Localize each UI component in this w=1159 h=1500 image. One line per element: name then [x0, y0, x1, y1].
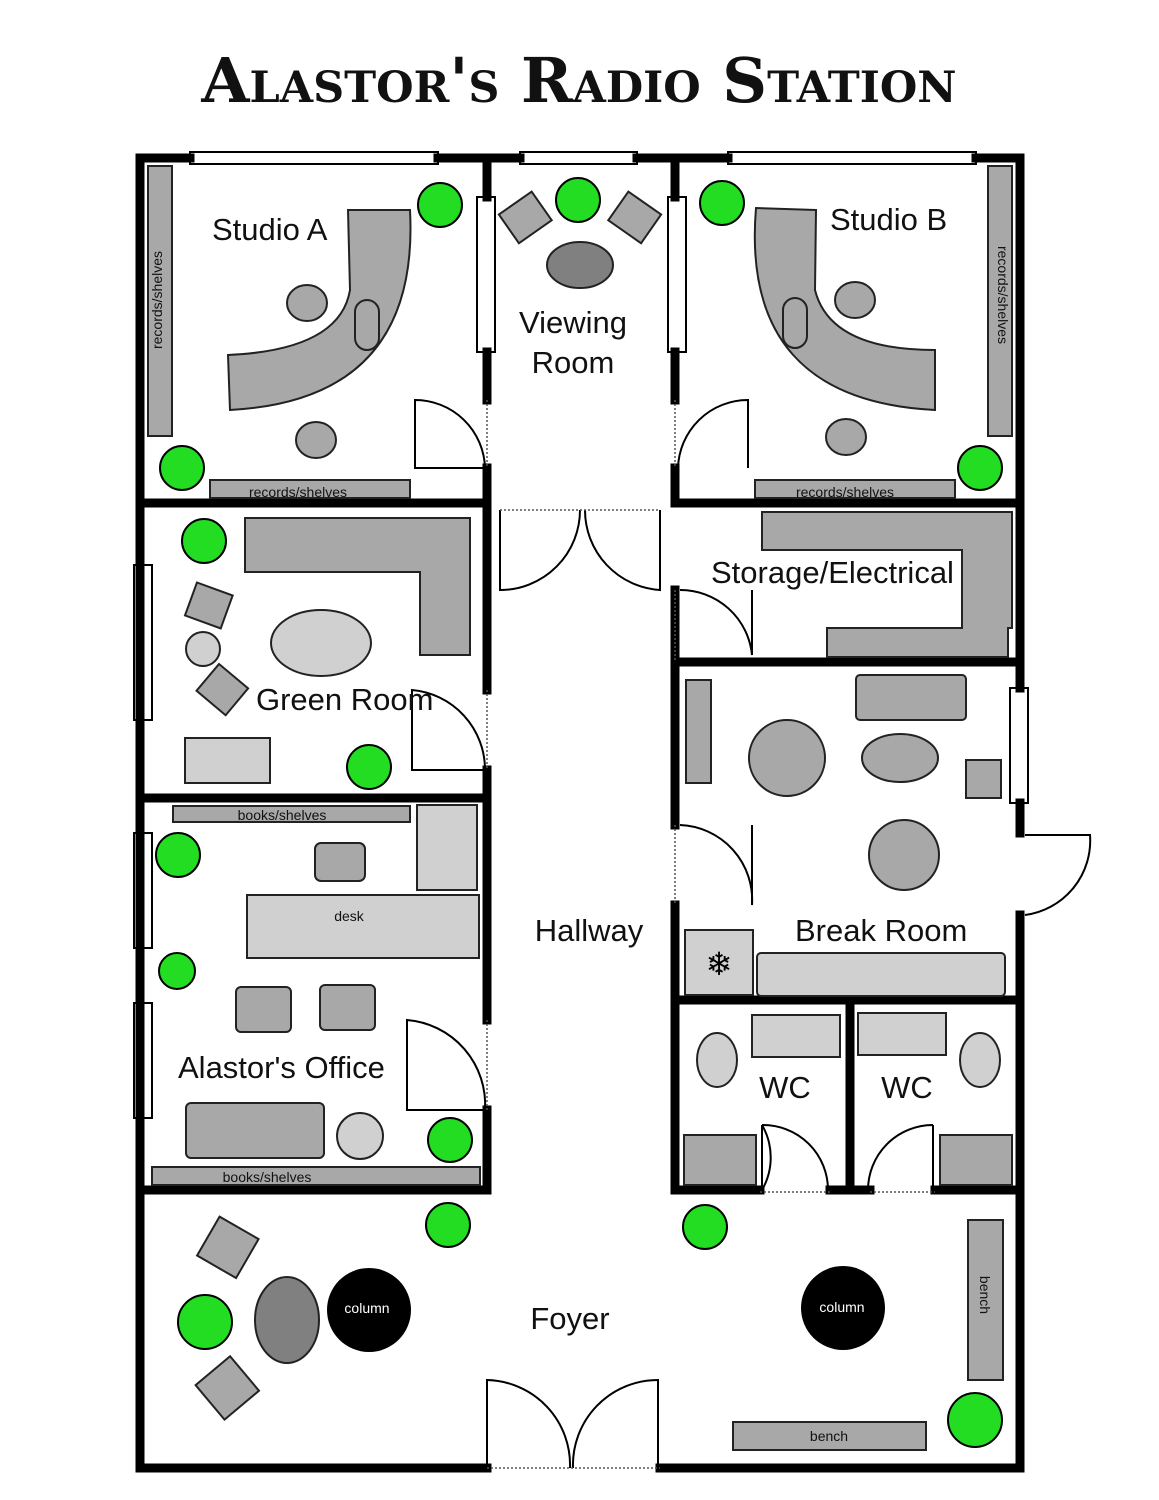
toilet [959, 1032, 1001, 1088]
label-viewing-room-2: Room [532, 345, 615, 380]
break-sofa [855, 674, 967, 721]
label-studio-b: Studio B [830, 202, 947, 237]
shelves-office-bottom [151, 1166, 481, 1186]
plant-icon [682, 1204, 728, 1250]
bench-right [967, 1219, 1004, 1381]
plant-icon [555, 177, 601, 223]
chair [834, 281, 876, 319]
label-viewing-room-1: Viewing [519, 305, 627, 340]
label-records-shelves: records/shelves [249, 484, 347, 500]
console-studio-b [753, 206, 936, 412]
office-chair [314, 842, 366, 882]
label-wc-right: WC [881, 1070, 933, 1105]
label-records-shelves: records/shelves [149, 251, 165, 349]
armchair [195, 1215, 260, 1280]
chair [286, 284, 328, 322]
plant-icon [159, 445, 205, 491]
label-records-shelves: records/shelves [995, 246, 1011, 344]
wc-counter [683, 1134, 757, 1186]
label-office: Alastor's Office [178, 1050, 385, 1085]
side-table [336, 1112, 384, 1160]
microphone-icon [354, 299, 380, 351]
microphone-icon [782, 297, 808, 349]
label-break-room: Break Room [795, 913, 967, 948]
break-table [861, 733, 939, 783]
tv [184, 737, 271, 784]
side-table [185, 631, 221, 667]
label-books-shelves: books/shelves [223, 1169, 312, 1185]
armchair [965, 759, 1002, 799]
label-hallway: Hallway [535, 913, 644, 948]
label-bench: bench [810, 1428, 848, 1444]
label-bench: bench [977, 1276, 993, 1314]
plant-icon [947, 1392, 1003, 1448]
column-left [327, 1268, 411, 1352]
sink [857, 1012, 947, 1056]
armchair [497, 190, 554, 245]
label-foyer: Foyer [530, 1301, 609, 1336]
storage-shelving [761, 511, 1013, 658]
plant-icon [427, 1117, 473, 1163]
column-right [801, 1266, 885, 1350]
dining-table [868, 819, 940, 891]
label-wc-left: WC [759, 1070, 811, 1105]
console-studio-a [226, 209, 412, 412]
chair [295, 421, 337, 459]
kitchen-counter [756, 952, 1006, 997]
coffee-table [270, 609, 372, 677]
plants [155, 177, 1003, 1448]
label-green-room: Green Room [256, 682, 433, 717]
armchair [195, 662, 250, 717]
label-column: column [819, 1299, 864, 1315]
desk-return [416, 804, 478, 891]
armchair [235, 986, 292, 1033]
shelves-studio-a-bottom [209, 479, 411, 499]
chair [825, 418, 867, 456]
armchair [319, 984, 376, 1031]
wc-counter [939, 1134, 1013, 1186]
armchair [606, 190, 663, 245]
plant-icon [417, 182, 463, 228]
furniture: ❄ [147, 165, 1013, 1451]
armchair [183, 581, 234, 630]
plant-icon [699, 180, 745, 226]
break-counter [685, 679, 712, 784]
doors [406, 398, 1092, 1469]
toilet [696, 1032, 738, 1088]
shelves-studio-b-right [987, 165, 1013, 437]
armchair [194, 1354, 261, 1422]
shelves-studio-b-bottom [754, 479, 956, 499]
label-studio-a: Studio A [212, 212, 328, 247]
plan-title: Alastor's Radio Station [200, 44, 956, 117]
sofa-green-room [244, 517, 471, 656]
label-desk: desk [334, 908, 365, 924]
plant-icon [158, 952, 196, 990]
plant-icon [181, 518, 227, 564]
shelves-studio-a-left [147, 165, 173, 437]
plant-icon [177, 1294, 233, 1350]
plant-icon [346, 744, 392, 790]
snowflake-icon: ❄ [706, 946, 733, 982]
foyer-table [254, 1276, 320, 1364]
dining-table [748, 719, 826, 797]
desk [246, 894, 480, 959]
viewing-table [546, 241, 614, 289]
fridge [684, 929, 754, 996]
shelves-office-top [172, 805, 411, 823]
plant-icon [425, 1202, 471, 1248]
sofa-office [185, 1102, 325, 1159]
label-column: column [344, 1300, 389, 1316]
label-storage: Storage/Electrical [711, 555, 954, 590]
label-records-shelves: records/shelves [796, 484, 894, 500]
sink [751, 1014, 841, 1058]
label-books-shelves: books/shelves [238, 807, 327, 823]
plant-icon [155, 832, 201, 878]
plant-icon [957, 445, 1003, 491]
bench-bottom [732, 1421, 927, 1451]
